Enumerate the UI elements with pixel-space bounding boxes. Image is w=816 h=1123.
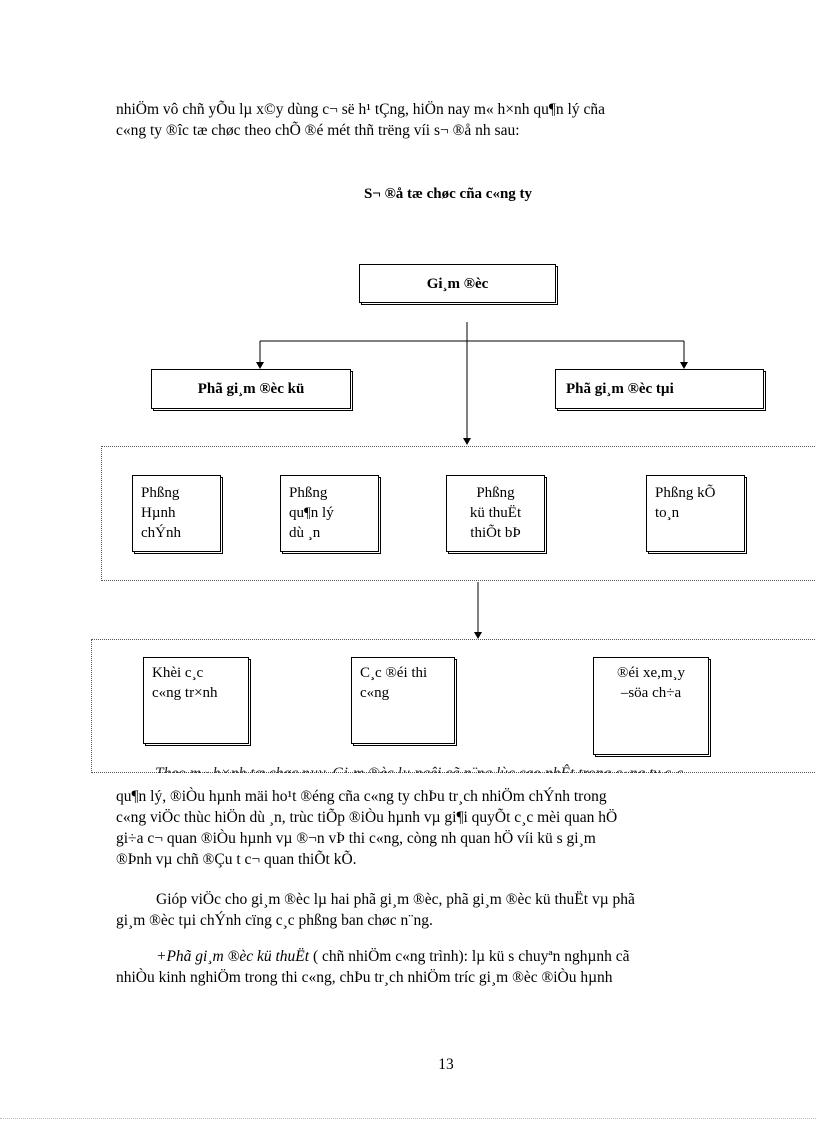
page-bottom-rule xyxy=(0,1118,816,1119)
dept-project-line-2: qu¶n lý xyxy=(289,505,334,521)
diagram-title: S¬ ®å tæ chøc cña c«ng ty xyxy=(363,186,533,202)
dept-technical-line-3: thiÕt bÞ xyxy=(470,525,521,541)
body-line-1: qu¶n lý, ®iÒu hµnh mäi ho¹t ®éng cña c«n… xyxy=(116,788,607,805)
body-paragraph-2: Gióp viÖc cho gi¸m ®èc lµ hai phã gi¸m ®… xyxy=(116,889,758,931)
unit-construction-line-1: C¸c ®éi thi xyxy=(360,665,428,681)
unit-works-line-1: Khèi c¸c xyxy=(152,665,204,681)
para3-line-2: nhiÒu kinh nghiÖm trong thi c«ng, chÞu t… xyxy=(116,969,613,986)
dept-technical-box: Phßng kü thuËt thiÕt bÞ xyxy=(446,475,545,552)
body-paragraph-3: +Phã gi¸m ®èc kü thuËt ( chñ nhiÖm c«ng … xyxy=(116,946,758,988)
para3-line-1: +Phã gi¸m ®èc kü thuËt ( chñ nhiÖm c«ng … xyxy=(116,946,758,967)
dept-project-box: Phßng qu¶n lý dù ¸n xyxy=(280,475,379,552)
director-box: Gi¸m ®èc xyxy=(359,264,556,303)
body-line-2: c«ng viÖc thùc hiÖn dù ¸n, trùc tiÕp ®iÒ… xyxy=(116,809,618,826)
dept-technical-line-2: kü thuËt xyxy=(469,505,522,521)
unit-construction-box: C¸c ®éi thi c«ng xyxy=(351,657,455,744)
para2-line-2: gi¸m ®èc tµi chÝnh cïng c¸c phßng ban ch… xyxy=(116,912,433,929)
dept-project-line-1: Phßng xyxy=(289,485,328,501)
unit-works-line-2: c«ng tr×nh xyxy=(152,685,218,701)
dept-accounting-line-1: Phßng kÕ xyxy=(655,485,716,501)
director-label: Gi¸m ®èc xyxy=(426,276,489,292)
para2-line-1: Gióp viÖc cho gi¸m ®èc lµ hai phã gi¸m ®… xyxy=(156,891,635,908)
deputy-technical-box: Phã gi¸m ®èc kü xyxy=(151,369,351,409)
para3-line-1-rest: ( chñ nhiÖm c«ng trình): lµ kü s chuyªn … xyxy=(309,948,630,965)
body-line-3: gi÷a c¬ quan ®iÒu hµnh vµ ®¬n vÞ thi c«n… xyxy=(116,830,596,847)
unit-vehicles-line-2: –söa ch÷a xyxy=(620,685,682,701)
dept-admin-line-3: chÝnh xyxy=(141,525,181,541)
dept-technical-line-1: Phßng xyxy=(476,485,515,501)
intro-line-1: nhiÖm vô chñ yÕu lµ x©y dùng c¬ së h¹ tÇ… xyxy=(116,101,605,118)
departments-group xyxy=(101,446,816,581)
dept-accounting-box: Phßng kÕ to¸n xyxy=(646,475,745,552)
deputy-finance-label: Phã gi¸m ®èc tµi xyxy=(566,381,674,397)
overlapped-text-line: Theo m« h×nh tæ chøc nµy, Gi¸m ®èc lµ ng… xyxy=(155,764,755,773)
dept-admin-line-2: Hµnh xyxy=(141,505,176,521)
body-paragraph-1: qu¶n lý, ®iÒu hµnh mäi ho¹t ®éng cña c«n… xyxy=(116,786,758,870)
unit-vehicles-box: ®éi xe,m¸y –söa ch÷a xyxy=(593,657,709,755)
intro-paragraph: nhiÖm vô chñ yÕu lµ x©y dùng c¬ së h¹ tÇ… xyxy=(116,99,758,141)
dept-accounting-line-2: to¸n xyxy=(655,505,680,521)
unit-vehicles-line-1: ®éi xe,m¸y xyxy=(616,665,686,681)
deputy-technical-label: Phã gi¸m ®èc kü xyxy=(197,381,305,397)
body-line-4: ®Þnh vµ chñ ®Çu t c¬ quan thiÕt kÕ. xyxy=(116,851,357,868)
unit-construction-line-2: c«ng xyxy=(360,685,390,701)
unit-works-box: Khèi c¸c c«ng tr×nh xyxy=(143,657,249,744)
dept-project-line-3: dù ¸n xyxy=(289,525,321,541)
para3-italic-lead: +Phã gi¸m ®èc kü thuËt xyxy=(156,948,310,965)
units-group xyxy=(91,639,816,773)
intro-line-2: c«ng ty ®îc tæ chøc theo chÕ ®é mét thñ … xyxy=(116,122,520,139)
dept-admin-line-1: Phßng xyxy=(141,485,180,501)
page-number: 13 xyxy=(438,1056,454,1073)
dept-admin-box: Phßng Hµnh chÝnh xyxy=(132,475,221,552)
deputy-finance-box: Phã gi¸m ®èc tµi xyxy=(555,369,764,409)
